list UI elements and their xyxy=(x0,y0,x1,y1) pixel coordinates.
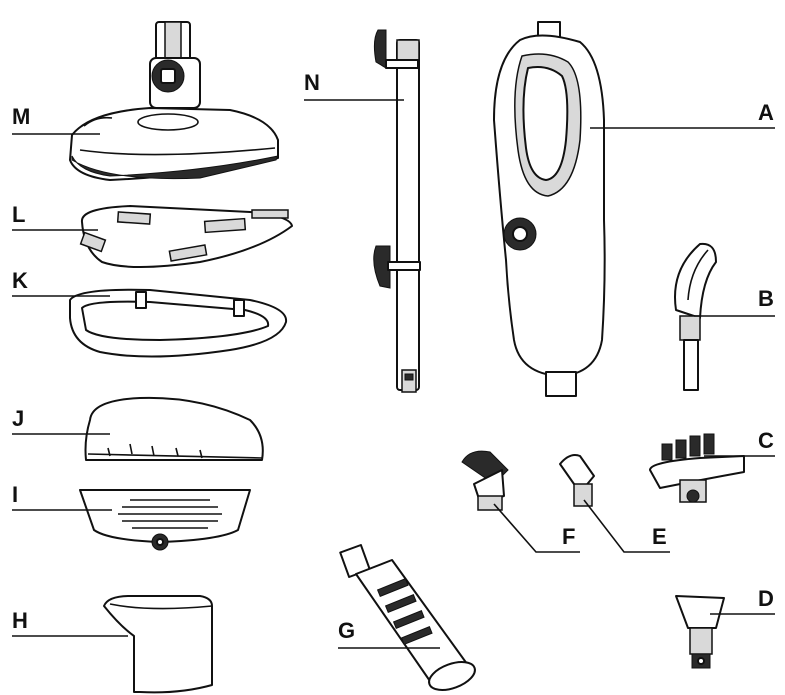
leader-line-f xyxy=(493,503,580,553)
part-c-brush-head xyxy=(649,433,745,503)
part-d-flat-nozzle xyxy=(675,595,725,669)
label-b: B xyxy=(758,286,774,311)
part-l-pad xyxy=(79,205,293,268)
label-m: M xyxy=(12,104,30,129)
label-k: K xyxy=(12,268,28,293)
label-a: A xyxy=(758,100,774,125)
part-b-angled-nozzle xyxy=(674,242,717,391)
label-d: D xyxy=(758,586,774,611)
part-a-main-handle xyxy=(493,21,606,397)
part-n-extension-tube xyxy=(373,29,421,393)
label-j: J xyxy=(12,406,24,431)
label-g: G xyxy=(338,618,355,643)
part-labels: M L K J I H N A B C D F E G xyxy=(12,70,774,643)
label-n: N xyxy=(304,70,320,95)
label-h: H xyxy=(12,608,28,633)
part-i-carpet-glider xyxy=(79,489,251,551)
part-m-mop-head xyxy=(69,21,279,181)
part-f-round-brush xyxy=(461,450,509,511)
part-j-cloth xyxy=(84,396,264,461)
label-i: I xyxy=(12,482,18,507)
label-c: C xyxy=(758,428,774,453)
part-e-small-nozzle xyxy=(559,454,595,507)
part-k-frame xyxy=(69,288,288,358)
label-l: L xyxy=(12,202,25,227)
part-g-jet-nozzle xyxy=(339,544,476,691)
leader-line-e xyxy=(583,499,670,553)
part-h-measuring-cup xyxy=(103,595,213,694)
label-f: F xyxy=(562,524,575,549)
leader-lines xyxy=(12,99,775,649)
label-e: E xyxy=(652,524,667,549)
